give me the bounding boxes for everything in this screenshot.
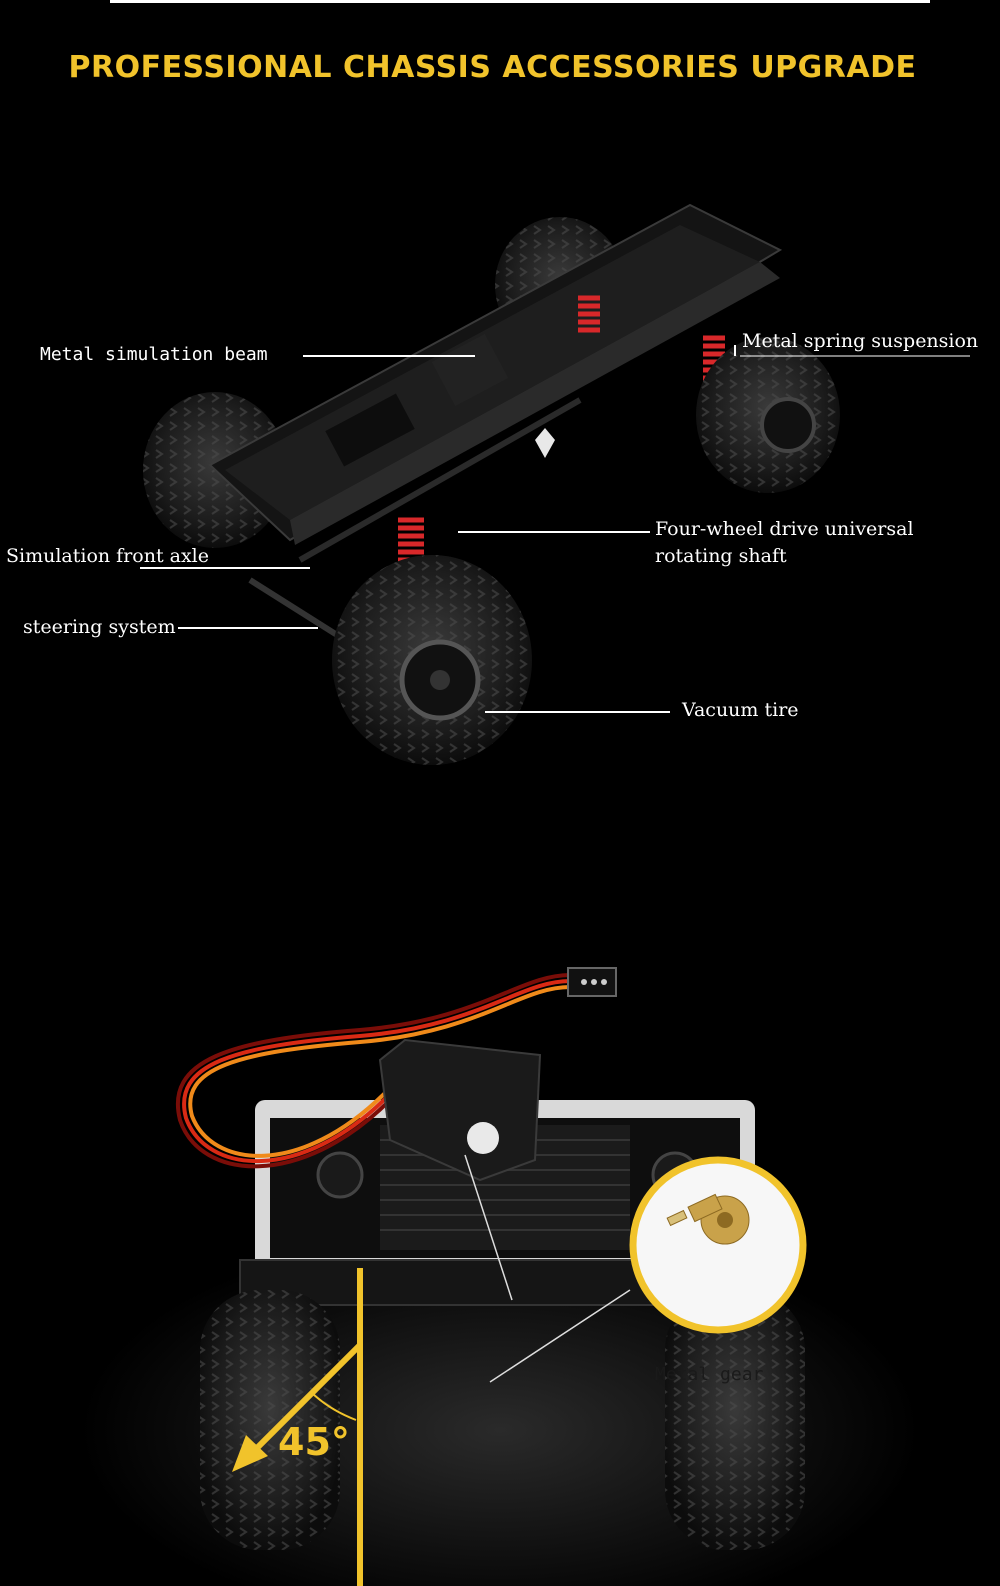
label-vacuum-tire: Vacuum tire	[682, 699, 799, 721]
label-simulation-front-axle: Simulation front axle	[6, 545, 210, 567]
servo-wire	[176, 967, 617, 1169]
chassis-frame	[208, 203, 783, 643]
angle-indicator	[232, 1268, 363, 1586]
metal-gear-inset	[629, 1156, 807, 1334]
label-metal-spring-suspension: Metal spring suspension	[742, 330, 979, 352]
leader-lines	[140, 345, 970, 713]
top-divider-line	[110, 0, 930, 3]
angle-label: 45°	[278, 1420, 350, 1464]
tire-rear-right	[696, 337, 840, 493]
tire-front-right	[332, 555, 532, 765]
page-title: PROFESSIONAL CHASSIS ACCESSORIES UPGRADE	[68, 50, 917, 85]
label-rotating-shaft: rotating shaft	[655, 545, 787, 567]
label-steering-system: steering system	[23, 616, 176, 638]
label-metal-simulation-beam: Metal simulation beam	[40, 344, 268, 365]
label-four-wheel-drive-shaft: Four-wheel drive universal	[655, 518, 914, 540]
label-metal-gear: Metal gear	[655, 1364, 764, 1385]
servo-motor	[378, 1038, 542, 1182]
